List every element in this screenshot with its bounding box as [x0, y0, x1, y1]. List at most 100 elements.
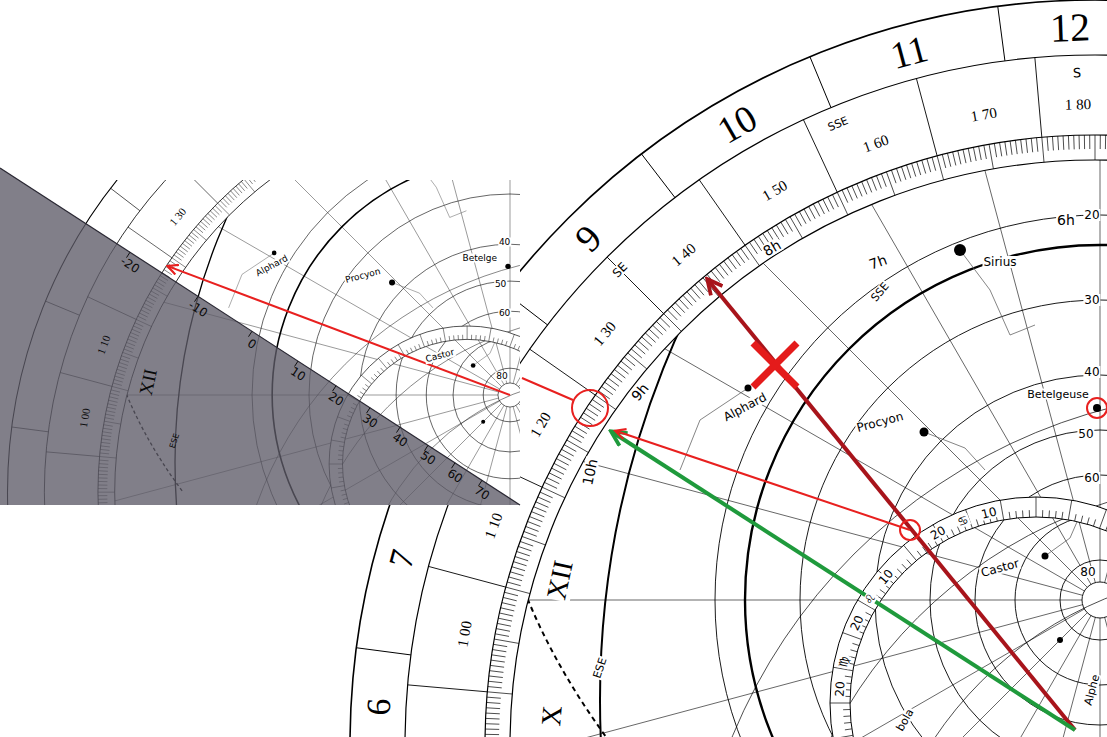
degree-tick — [1010, 141, 1012, 155]
azimuth-number: 1 30 — [167, 205, 189, 228]
hour-mark: 7h — [866, 252, 889, 272]
ecliptic-tick — [420, 334, 425, 347]
ecliptic-tick — [391, 359, 394, 363]
ecliptic-tick — [440, 338, 442, 343]
ecliptic-tick — [518, 346, 520, 350]
degree-tick — [487, 692, 512, 694]
degree-tick — [213, 208, 220, 215]
degree-tick — [947, 153, 950, 167]
degree-tick — [614, 369, 625, 378]
star-dot — [505, 264, 510, 269]
degree-tick — [624, 357, 635, 366]
degree-tick — [509, 577, 522, 581]
degree-tick — [529, 516, 542, 521]
highlight-circle — [900, 520, 920, 540]
degree-tick — [984, 145, 987, 159]
degree-tick — [203, 219, 210, 225]
altitude-curve — [690, 390, 1107, 737]
ecliptic-tick — [462, 335, 463, 340]
degree-tick — [170, 261, 178, 266]
degree-tick — [223, 198, 230, 205]
degree-tick — [1015, 140, 1017, 154]
degree-tick — [901, 167, 905, 180]
degree-tick — [675, 303, 685, 313]
ecliptic-tick — [493, 338, 495, 343]
degree-tick — [220, 201, 227, 208]
degree-tick — [215, 206, 222, 213]
degree-tick — [896, 168, 901, 181]
highlight-circle — [572, 390, 608, 426]
azimuth-number: 1 80 — [1064, 97, 1093, 113]
ecliptic-tick — [489, 328, 491, 341]
altitude-curve — [870, 570, 1107, 737]
ecliptic-tick — [917, 551, 921, 557]
degree-tick — [631, 349, 642, 358]
hour-mark: 6h — [1056, 213, 1076, 227]
compass-point: SSE — [868, 280, 891, 305]
degree-tick — [912, 163, 916, 176]
degree-tick — [862, 181, 867, 194]
degree-tick — [1037, 138, 1038, 152]
ecliptic-tick — [833, 735, 853, 737]
hour-line — [519, 180, 520, 386]
degree-tick — [937, 156, 943, 180]
degree-tick — [741, 248, 749, 259]
hour-number: 12 — [1048, 8, 1091, 49]
degree-tick — [522, 536, 545, 545]
degree-tick — [799, 211, 806, 223]
degree-tick — [1105, 135, 1106, 149]
ecliptic-tick — [510, 334, 515, 347]
degree-tick — [608, 378, 619, 386]
ecliptic-tick — [471, 335, 472, 340]
ecliptic-tick — [360, 392, 364, 395]
star-dot — [471, 363, 476, 368]
degree-tick — [891, 170, 896, 183]
degree-tick — [917, 162, 921, 175]
degree-tick — [174, 255, 182, 260]
ecliptic-tick — [406, 350, 408, 354]
degree-tick — [711, 271, 720, 282]
hour-line — [516, 180, 520, 385]
constellation-line — [416, 180, 466, 217]
degree-tick — [699, 281, 708, 292]
hour-divider — [356, 648, 411, 655]
ecliptic-tick — [1093, 519, 1095, 526]
degree-tick — [492, 655, 506, 657]
hour-line — [1100, 0, 1101, 582]
degree-tick — [881, 174, 886, 187]
degree-tick — [244, 180, 255, 192]
star-name: Castor — [424, 348, 456, 365]
ecliptic-tick — [453, 335, 454, 340]
degree-tick — [732, 255, 740, 266]
degree-tick — [1100, 135, 1101, 149]
hour-divider — [998, 6, 1005, 61]
degree-tick — [228, 193, 234, 200]
hour-numeral: X — [537, 704, 567, 729]
ecliptic-tick — [374, 374, 377, 377]
degree-tick — [559, 454, 571, 461]
constellation-line — [229, 253, 275, 308]
horizon-curve — [600, 0, 1107, 737]
degree-tick — [490, 671, 504, 673]
degree-tick — [1000, 143, 1002, 157]
degree-tick — [790, 217, 803, 239]
ecliptic-tick — [902, 564, 907, 569]
degree-tick — [172, 258, 186, 268]
degree-tick — [517, 551, 530, 555]
degree-tick — [656, 321, 666, 331]
ecliptic-tick — [1106, 524, 1107, 530]
degree-tick — [649, 329, 659, 339]
degree-tick — [499, 613, 513, 616]
cross-mark — [753, 343, 797, 387]
ecliptic-tick — [845, 676, 852, 678]
constellation-line — [680, 388, 748, 470]
hour-number: 7 — [384, 546, 422, 573]
degree-tick — [660, 317, 670, 327]
star-name: bola — [894, 706, 916, 734]
degree-tick — [496, 629, 510, 632]
hour-divider — [810, 57, 831, 108]
hour-number: 11 — [886, 29, 933, 76]
degree-tick — [592, 399, 604, 407]
degree-tick — [564, 445, 576, 452]
degree-tick — [1068, 136, 1070, 150]
